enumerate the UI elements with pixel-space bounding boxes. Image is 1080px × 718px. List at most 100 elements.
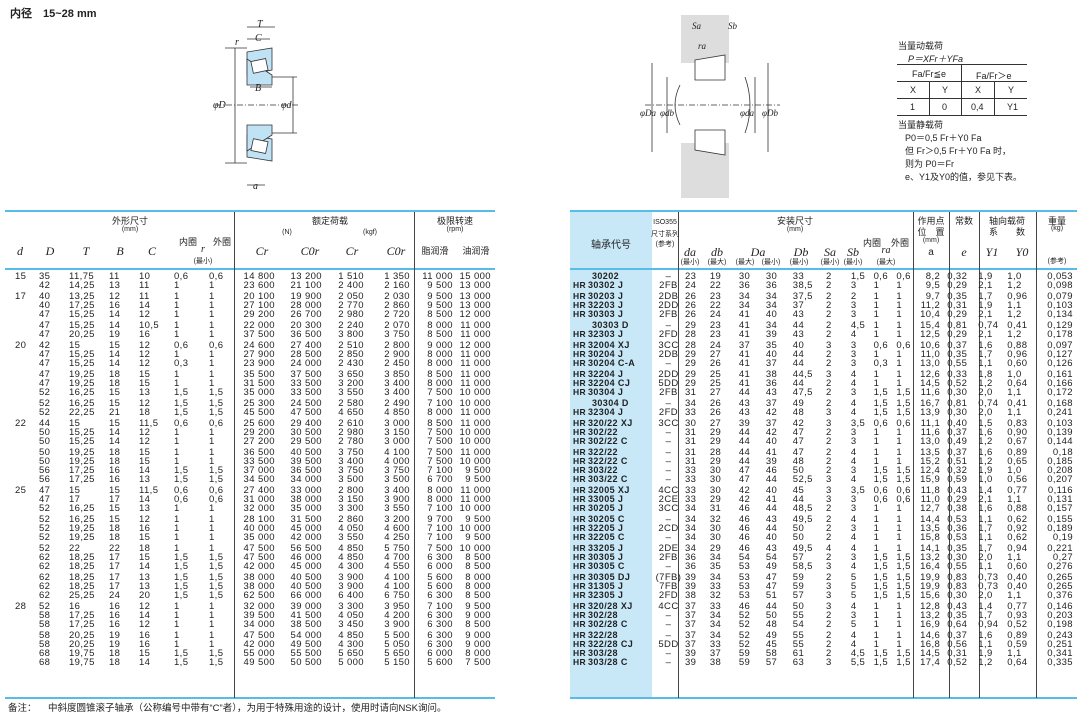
cell-r-outer: 1: [209, 514, 215, 525]
cell-Y1: 2,0: [978, 590, 993, 601]
code-number: 30303 D: [592, 320, 629, 330]
cell-Da-min: 37: [765, 418, 778, 429]
cell-c0r-n: 45 000: [290, 523, 322, 534]
cell-T: 15: [69, 340, 81, 351]
cell-Sa: 3: [825, 340, 832, 351]
cell-ra-outer: 1: [896, 358, 903, 369]
code-prefix: HR: [573, 436, 587, 446]
cell-r-inner: 1,5: [174, 657, 189, 668]
cell-Sb: 3: [850, 349, 857, 360]
cell-ra-inner: 0,6: [873, 485, 889, 496]
cell-d: [5, 457, 35, 466]
cell-c0r-kgf: 5 750: [384, 543, 410, 554]
code-number: 30305 J: [588, 552, 624, 562]
cell-cr-n: 31 000: [243, 494, 275, 505]
cell-Da-min: 36: [765, 378, 778, 389]
cell-T: 17,25: [69, 610, 95, 621]
cell-r-outer: 1: [209, 601, 215, 612]
cell-weight: 0,335: [1047, 657, 1073, 668]
code-number: 32004 XJ: [588, 340, 630, 350]
cell-iso-series: 3CC: [658, 340, 679, 351]
cell-ra-outer: 1: [896, 503, 903, 514]
cell-c0r-kgf: 1 350: [384, 271, 410, 282]
cell-weight: 0,116: [1047, 485, 1073, 496]
cell-c0r-n: 24 500: [290, 398, 322, 409]
cell-a: 13,2: [920, 552, 941, 563]
dynamic-load-title: 当量动载荷: [898, 41, 944, 51]
cell-a: 14,5: [920, 378, 941, 389]
cell-c0r-kgf: 3 900: [384, 494, 410, 505]
cell-Db: 47: [792, 447, 805, 458]
cell-Y1: 0,73: [978, 572, 999, 583]
cell-T: 19,25: [69, 447, 95, 458]
cell-Db: 49,5: [792, 543, 813, 554]
cell-c0r-n: 29 400: [290, 418, 322, 429]
header-T: T: [82, 244, 90, 258]
cell-iso-series: 2DB: [658, 349, 679, 360]
cell-e: 0,43: [947, 485, 968, 496]
cell-Y0: 0,59: [1007, 639, 1028, 650]
cell-C: 14: [139, 465, 151, 476]
cell-Sa: 2: [825, 349, 832, 360]
cell-r-outer: 1: [209, 358, 215, 369]
cell-r-inner: 1: [174, 639, 180, 650]
cell-C: 14: [139, 494, 151, 505]
cell-cr-n: 27 900: [243, 349, 275, 360]
cell-e: 0,53: [947, 532, 968, 543]
cell-T: 20,25: [69, 329, 95, 340]
header-bearing-code: 轴承代号: [591, 240, 631, 251]
cell-cr-kgf: 2 510: [338, 340, 364, 351]
cell-Da-max: 44: [738, 427, 751, 438]
header-weight: 重量: [1047, 216, 1067, 226]
cell-a: 11,6: [920, 427, 941, 438]
header-Sb-min: (最小): [843, 259, 863, 266]
header-Y0: Y0: [1015, 245, 1029, 259]
cell-speed-grease: 11 000: [422, 271, 453, 282]
cell-Db: 43: [792, 329, 805, 340]
cell-r-outer: 1: [209, 300, 215, 311]
cell-Da-min: 40: [765, 436, 778, 447]
cell-r-outer: 1: [209, 630, 215, 641]
cell-Da-min: 34: [765, 320, 778, 331]
cell-cr-kgf: 2 850: [338, 349, 364, 360]
cell-Y1: 1,7: [978, 291, 993, 302]
code-number: 322/28 CJ: [588, 639, 634, 649]
cell-a: 13,0: [920, 358, 941, 369]
cell-ra-inner: 1: [873, 639, 880, 650]
static-load-equation: P0＝0,5 Fr＋Y0 Fa: [905, 133, 982, 143]
label-Sb: Sb: [728, 21, 738, 31]
cell-iso-series: –: [665, 465, 672, 476]
cell-c0r-kgf: 2 800: [384, 340, 410, 351]
cell-r-inner: 1: [174, 427, 180, 438]
cell-ra-inner: 1,5: [873, 465, 889, 476]
cell-ra-outer: 1: [896, 610, 903, 621]
cell-iso-series: –: [665, 657, 672, 668]
cell-Db: 48: [792, 456, 805, 467]
cell-Sb: 3: [850, 523, 857, 534]
cell-cr-n: 42 000: [243, 561, 275, 572]
cell-cr-kgf: 4 300: [338, 561, 364, 572]
cell-ra-inner: 1: [873, 543, 880, 554]
cell-da: 24: [684, 280, 697, 291]
cell-c0r-n: 20 300: [290, 320, 322, 331]
cell-speed-grease: 6 000: [427, 561, 453, 572]
cell-c0r-kgf: 3 900: [384, 619, 410, 630]
cell-Y1: 0,74: [978, 398, 999, 409]
cell-cr-n: 28 100: [243, 514, 275, 525]
cell-B: 11: [109, 271, 120, 282]
cell-cr-n: 35 000: [243, 532, 275, 543]
cell-r-inner: 1: [174, 369, 180, 380]
label-D: φD: [213, 100, 227, 111]
cell-T: 17,25: [69, 474, 95, 485]
header-inner: 内圈: [862, 238, 882, 248]
cell-speed-oil: 13 000: [459, 280, 491, 291]
cell-db: 37: [709, 648, 722, 659]
